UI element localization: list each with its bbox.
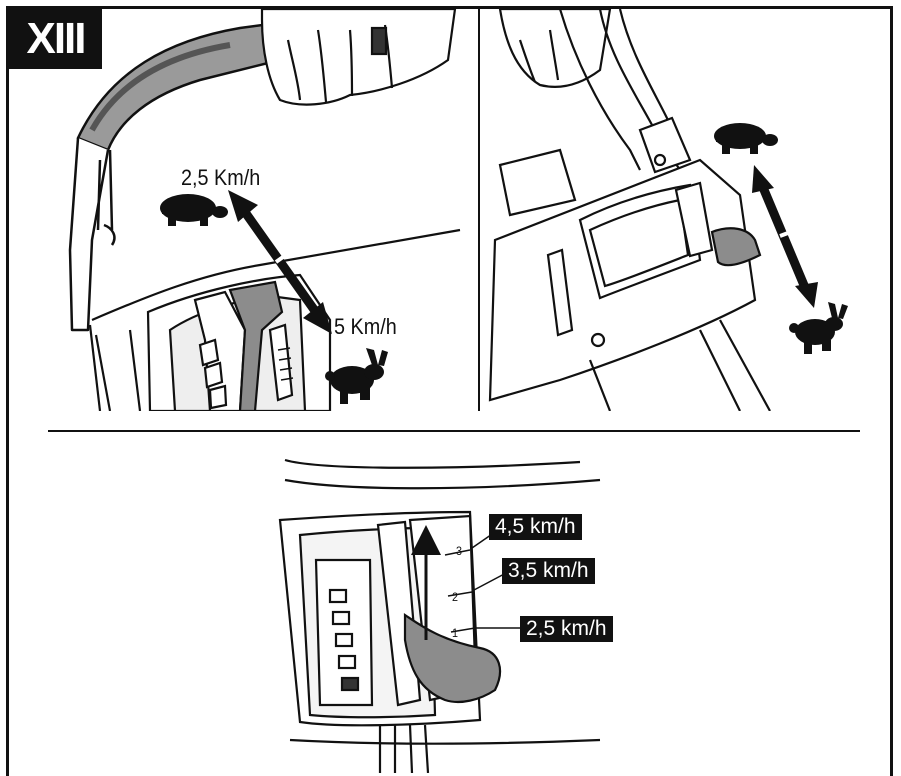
- figure-frame: [6, 6, 893, 776]
- hand-illustration: [498, 9, 612, 88]
- scale-mark-2: 2: [452, 590, 459, 604]
- rabbit-icon: [789, 302, 848, 354]
- panel-divider-vertical: [478, 9, 480, 411]
- turtle-icon: [160, 194, 228, 226]
- panel-divider-horizontal: [48, 430, 860, 432]
- scale-mark-3: 3: [456, 544, 463, 558]
- turtle-icon: [714, 123, 778, 154]
- speed-change-double-arrow: [228, 190, 332, 334]
- left-panel: [68, 9, 461, 411]
- hand-illustration: [260, 9, 457, 106]
- speed-label-3-5: 3,5 km/h: [502, 558, 595, 584]
- speed-change-double-arrow: [752, 165, 818, 308]
- mower-handle: [558, 9, 692, 174]
- fast-speed-label: 5 Km/h: [334, 314, 397, 339]
- mower-body: [88, 228, 461, 411]
- speed-control-console: [146, 273, 332, 411]
- mower-handle: [68, 22, 282, 332]
- slow-speed-label: 2,5 Km/h: [181, 165, 261, 190]
- rabbit-icon: [325, 348, 388, 404]
- figure-number-badge: XIII: [9, 9, 102, 69]
- scale-mark-1: 1: [452, 626, 459, 640]
- bottom-panel: [278, 458, 601, 773]
- speed-label-4-5: 4,5 km/h: [489, 514, 582, 540]
- speed-label-2-5: 2,5 km/h: [520, 616, 613, 642]
- mower-body: [488, 148, 771, 411]
- right-panel: [488, 9, 848, 411]
